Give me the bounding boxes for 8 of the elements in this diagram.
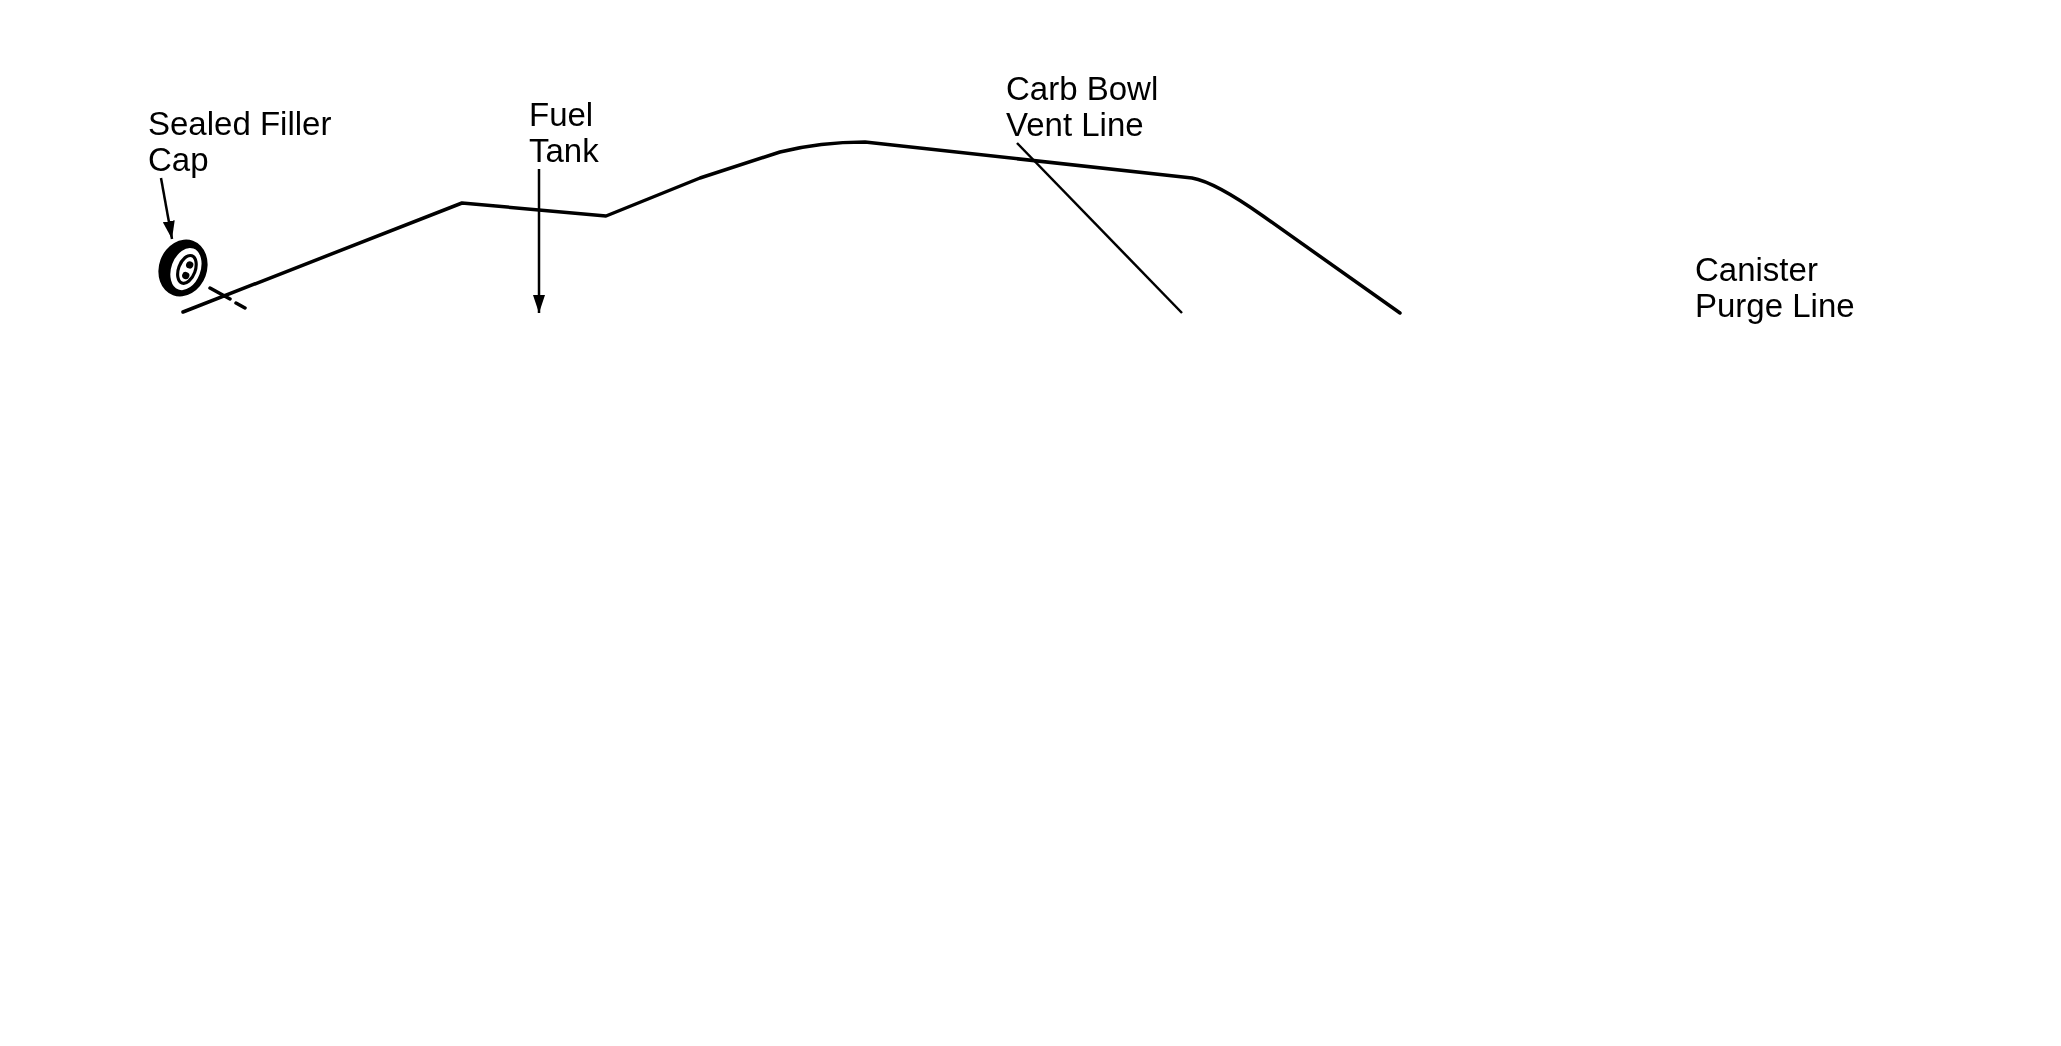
part-label: Canister Purge Line xyxy=(1695,252,1856,324)
leader-line xyxy=(1016,142,1183,314)
filler-cap-icon xyxy=(158,239,208,297)
part-label: Carb Bowl Vent Line xyxy=(1006,71,1166,143)
leader-arrow xyxy=(533,169,545,313)
part-label: Sealed Filler Cap xyxy=(148,106,348,178)
part-label: Fuel Tank xyxy=(529,97,609,169)
leader-arrow xyxy=(159,177,175,240)
